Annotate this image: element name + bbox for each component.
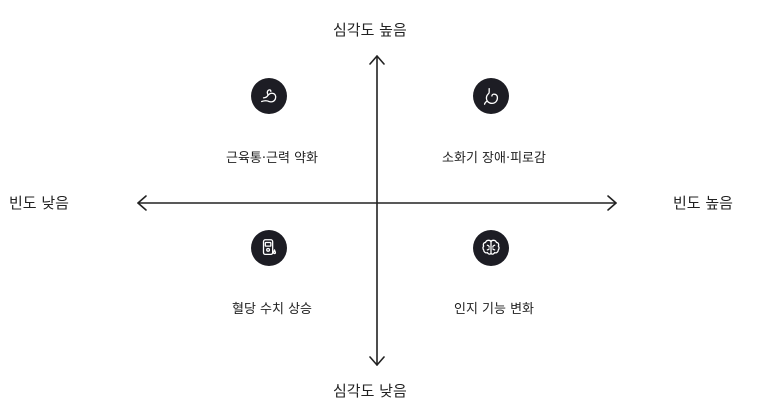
quadrant-label-top-left: 근육통·근력 약화 xyxy=(226,151,318,166)
quadrant-label-bottom-left: 혈당 수치 상승 xyxy=(231,302,313,317)
axis-label-bottom: 심각도 낮음 xyxy=(333,382,407,400)
glucose-meter-icon xyxy=(251,230,287,266)
stomach-icon xyxy=(473,78,509,114)
quadrant-label-top-right: 소화기 장애·피로감 xyxy=(442,151,546,166)
quadrant-label-bottom-right: 인지 기능 변화 xyxy=(453,302,535,317)
axis-label-top: 심각도 높음 xyxy=(333,21,407,39)
flexed-arm-icon xyxy=(251,78,287,114)
axis-label-left: 빈도 낮음 xyxy=(9,194,69,212)
brain-icon xyxy=(473,230,509,266)
axis-label-right: 빈도 높음 xyxy=(673,194,733,212)
